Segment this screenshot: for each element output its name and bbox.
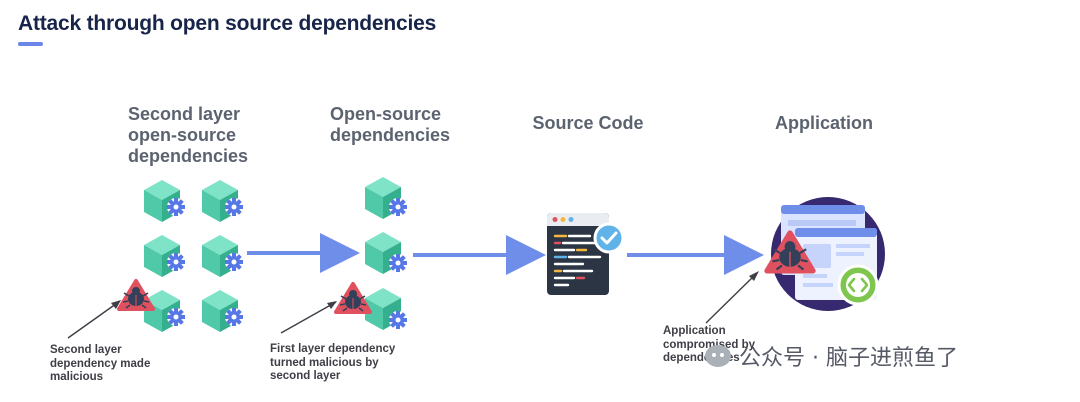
open-source-cube bbox=[365, 177, 407, 219]
label-second-layer: Second layer open-source dependencies bbox=[128, 104, 249, 166]
page-title: Attack through open source dependencies bbox=[18, 12, 437, 35]
open-source-cube bbox=[365, 232, 407, 274]
second-layer-cube bbox=[202, 180, 243, 222]
pointer-head bbox=[749, 271, 759, 281]
label-source-code: Source Code bbox=[532, 113, 644, 133]
pointer-head bbox=[111, 300, 121, 309]
pointer-line bbox=[67, 300, 121, 339]
pointer-head bbox=[327, 301, 337, 309]
watermark-text: 公众号 · 脑子进煎鱼了 bbox=[739, 346, 958, 371]
note-second-layer: Second layer dependency made malicious bbox=[50, 344, 151, 383]
wechat-icon bbox=[705, 345, 731, 367]
threat-icon bbox=[334, 282, 372, 314]
second-layer-cube bbox=[202, 290, 243, 332]
source-code-icon bbox=[547, 213, 609, 295]
title-underline bbox=[18, 42, 43, 46]
pointer-line bbox=[280, 301, 337, 334]
label-open-source: Open-source dependencies bbox=[330, 104, 451, 145]
watermark: 公众号 · 脑子进煎鱼了 bbox=[705, 340, 958, 372]
check-icon bbox=[593, 222, 625, 254]
note-first-layer: First layer dependency turned malicious … bbox=[270, 343, 396, 382]
second-layer-cube bbox=[202, 235, 243, 277]
pointer-line bbox=[705, 272, 758, 324]
open-source-cube bbox=[365, 288, 407, 330]
label-application: Application bbox=[775, 113, 873, 133]
second-layer-cube bbox=[144, 180, 185, 222]
code-badge-icon bbox=[837, 264, 879, 306]
second-layer-cube bbox=[144, 235, 185, 277]
threat-icon bbox=[117, 279, 155, 311]
